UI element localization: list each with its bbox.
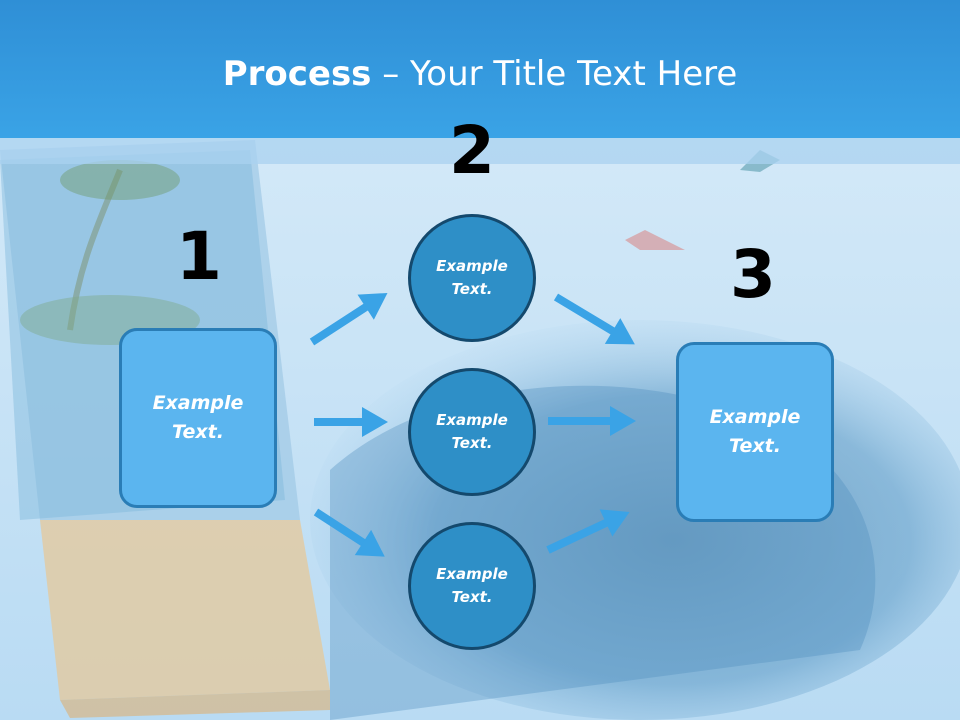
slide-title[interactable]: Process – Your Title Text Here — [0, 52, 960, 96]
title-bar — [0, 0, 960, 138]
circle-1-text: Example Text. — [436, 255, 508, 301]
step-1-text-line1: Example — [152, 392, 244, 414]
arrow-to-circle-2 — [314, 407, 388, 437]
step-2-circle-3[interactable]: Example Text. — [408, 522, 536, 650]
step-3-text-line1: Example — [709, 406, 801, 428]
arrow-from-circle-3 — [546, 509, 630, 554]
title-rest: – Your Title Text Here — [371, 54, 738, 94]
arrow-from-circle-2 — [548, 406, 636, 436]
step-number-1: 1 — [176, 218, 222, 295]
circle-2-text-line2: Text. — [451, 434, 493, 452]
step-1-box[interactable]: Example Text. — [119, 328, 277, 508]
circle-3-text: Example Text. — [436, 563, 508, 609]
step-2-circle-1[interactable]: Example Text. — [408, 214, 536, 342]
step-1-text: Example Text. — [153, 389, 244, 447]
step-3-text: Example Text. — [710, 403, 801, 461]
circle-3-text-line1: Example — [436, 565, 508, 583]
step-3-box[interactable]: Example Text. — [676, 342, 834, 522]
step-number-3: 3 — [730, 236, 776, 313]
arrow-to-circle-1 — [309, 292, 388, 346]
step-3-text-line2: Text. — [729, 435, 781, 457]
circle-2-text: Example Text. — [436, 409, 508, 455]
circle-2-text-line1: Example — [436, 411, 508, 429]
circle-3-text-line2: Text. — [451, 588, 493, 606]
title-bold: Process — [222, 54, 372, 94]
arrow-from-circle-1 — [553, 293, 635, 345]
arrow-to-circle-3 — [313, 508, 385, 557]
step-number-2: 2 — [449, 112, 495, 189]
circle-1-text-line1: Example — [436, 257, 508, 275]
title-bar-strip — [0, 138, 960, 164]
arrow-group — [309, 292, 636, 557]
step-1-text-line2: Text. — [172, 421, 224, 443]
circle-1-text-line2: Text. — [451, 280, 493, 298]
step-2-circle-2[interactable]: Example Text. — [408, 368, 536, 496]
